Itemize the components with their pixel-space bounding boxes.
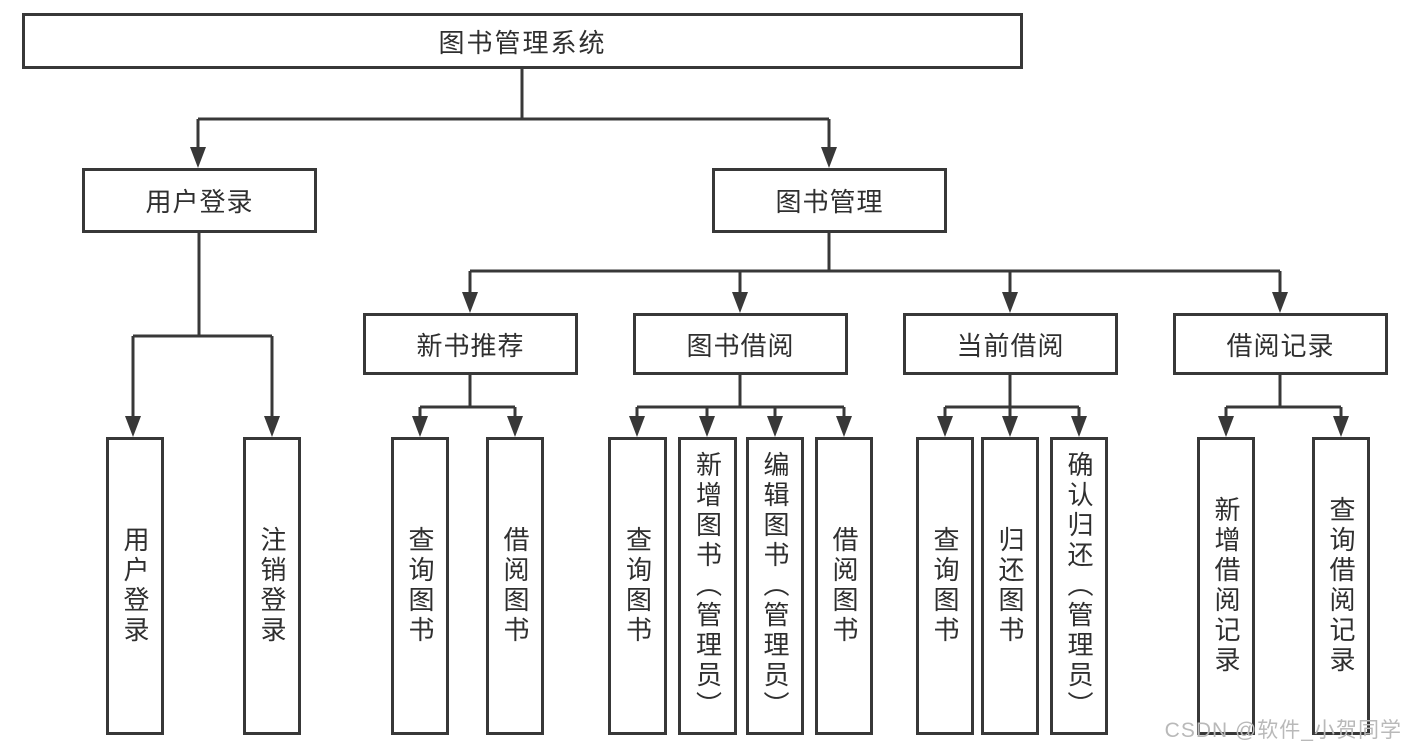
node-current-return-books: 归还图书 <box>981 437 1039 735</box>
node-records-add-record: 新增借阅记录 <box>1197 437 1255 735</box>
csdn-watermark: CSDN @软件_小贺同学 <box>1164 719 1402 742</box>
node-book-mgmt: 图书管理 <box>712 168 947 233</box>
node-borrow-add-books-admin-label: 新增图书（管理员） <box>692 451 723 721</box>
node-current-borrow: 当前借阅 <box>903 313 1118 375</box>
node-borrow-records-label: 借阅记录 <box>1226 330 1335 361</box>
node-user-login-label: 用户登录 <box>145 187 254 217</box>
node-borrow-records: 借阅记录 <box>1173 313 1388 375</box>
arrowheads-current-children <box>937 416 1087 437</box>
node-new-book-recommend-label: 新书推荐 <box>416 330 525 361</box>
node-newbook-query-books-label: 查询图书 <box>405 526 435 646</box>
node-current-confirm-return-admin: 确认归还（管理员） <box>1050 437 1108 735</box>
arrowheads-level3 <box>462 292 1288 313</box>
node-login-logout-label: 注销登录 <box>257 526 287 646</box>
node-records-add-record-label: 新增借阅记录 <box>1211 496 1241 676</box>
node-root-label: 图书管理系统 <box>438 27 607 58</box>
node-newbook-borrow-books-label: 借阅图书 <box>500 526 530 646</box>
connector-root <box>196 69 831 150</box>
node-borrow-query-books-label: 查询图书 <box>622 526 653 646</box>
node-newbook-query-books: 查询图书 <box>391 437 449 735</box>
connector-borrow-branch <box>635 375 846 419</box>
node-new-book-recommend: 新书推荐 <box>363 313 578 375</box>
node-current-confirm-return-admin-label: 确认归还（管理员） <box>1064 451 1094 721</box>
arrowheads-newbook-children <box>412 416 523 437</box>
node-login-user-login-label: 用户登录 <box>120 526 150 646</box>
node-current-return-books-label: 归还图书 <box>995 526 1025 646</box>
arrowheads-borrow-children <box>629 416 852 437</box>
connector-current-branch <box>943 375 1081 419</box>
arrowheads-records-children <box>1218 416 1349 437</box>
connector-records-branch <box>1224 375 1343 419</box>
node-borrow-query-books: 查询图书 <box>608 437 667 735</box>
node-book-borrow-label: 图书借阅 <box>686 330 795 361</box>
node-borrow-edit-books-admin-label: 编辑图书（管理员） <box>760 451 790 721</box>
node-current-query-books: 查询图书 <box>916 437 974 735</box>
connector-mgmt-branch <box>468 233 1282 295</box>
node-current-borrow-label: 当前借阅 <box>956 330 1065 361</box>
node-login-user-login: 用户登录 <box>106 437 164 735</box>
node-login-logout: 注销登录 <box>243 437 301 735</box>
arrowheads-login-children <box>125 416 280 437</box>
node-user-login: 用户登录 <box>82 168 317 233</box>
node-borrow-add-books-admin: 新增图书（管理员） <box>678 437 737 735</box>
node-root: 图书管理系统 <box>22 13 1023 69</box>
node-records-query-record: 查询借阅记录 <box>1312 437 1370 735</box>
arrowheads-level2 <box>190 147 837 168</box>
connector-newbook-branch <box>418 375 517 419</box>
connector-login-branch <box>131 233 274 419</box>
node-borrow-borrow-books-label: 借阅图书 <box>829 526 859 646</box>
node-borrow-edit-books-admin: 编辑图书（管理员） <box>746 437 804 735</box>
node-newbook-borrow-books: 借阅图书 <box>486 437 544 735</box>
node-book-mgmt-label: 图书管理 <box>775 187 884 217</box>
node-current-query-books-label: 查询图书 <box>930 526 960 646</box>
node-records-query-record-label: 查询借阅记录 <box>1326 496 1356 676</box>
node-borrow-borrow-books: 借阅图书 <box>815 437 873 735</box>
node-book-borrow: 图书借阅 <box>633 313 848 375</box>
